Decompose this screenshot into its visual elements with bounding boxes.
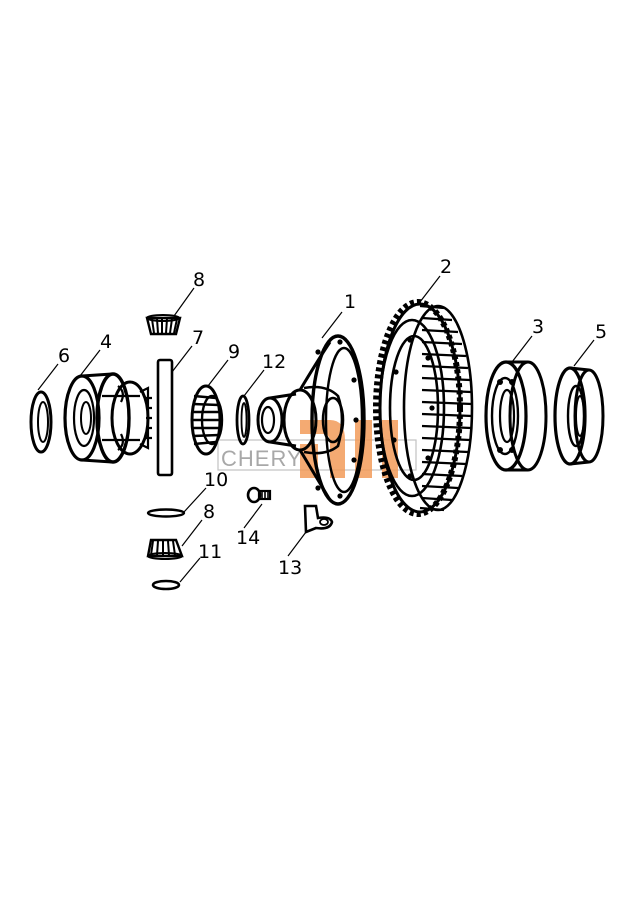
callout-2: 2 (440, 256, 452, 278)
callout-8b: 8 (203, 501, 215, 523)
leader-3 (511, 335, 533, 363)
part-4-bearing-assembly (63, 372, 152, 464)
callout-4: 4 (100, 331, 112, 353)
leader-7 (171, 345, 193, 373)
leader-2 (419, 275, 441, 303)
callout-11: 11 (198, 541, 222, 563)
callout-labels: 1 2 3 4 5 6 7 8 8 9 10 11 12 13 14 (58, 256, 607, 579)
leader-10 (183, 487, 207, 513)
leader-lines (37, 275, 595, 583)
leader-8b (181, 519, 203, 547)
leader-14 (243, 503, 263, 529)
leader-6 (37, 363, 59, 391)
callout-10: 10 (204, 469, 228, 491)
part-7-shaft-pin (156, 358, 174, 477)
part-8-bevel-gear-top (145, 314, 182, 336)
leader-1 (321, 311, 343, 339)
leader-5 (573, 339, 595, 367)
callout-12: 12 (262, 351, 286, 373)
callout-8a: 8 (193, 269, 205, 291)
part-2-ring-gear (373, 299, 474, 517)
callout-7: 7 (192, 327, 204, 349)
leader-11 (179, 557, 201, 583)
leader-13 (287, 531, 307, 557)
callout-3: 3 (532, 316, 544, 338)
part-9-side-gear (190, 384, 224, 456)
part-5-bearing-race (553, 366, 605, 466)
part-8-bevel-gear-bottom (146, 538, 184, 560)
part-13-lock-plate (303, 504, 334, 534)
callout-5: 5 (595, 321, 607, 343)
part-1-differential-case (256, 334, 366, 506)
part-6-seal-ring (29, 390, 53, 454)
part-10-washer (146, 508, 186, 518)
callout-14: 14 (236, 527, 260, 549)
part-11-washer (151, 579, 181, 591)
callout-13: 13 (278, 557, 302, 579)
leader-12 (243, 369, 265, 397)
callout-1: 1 (344, 291, 356, 313)
part-14-bolt (246, 486, 272, 504)
callout-9: 9 (228, 341, 240, 363)
leader-9 (207, 359, 229, 387)
watermark-text: CHERY (221, 446, 303, 471)
part-3-ball-bearing (484, 360, 548, 472)
part-12-thrust-ring (235, 394, 251, 446)
leader-4 (79, 349, 101, 377)
leader-8a (173, 287, 195, 317)
callout-6: 6 (58, 345, 70, 367)
